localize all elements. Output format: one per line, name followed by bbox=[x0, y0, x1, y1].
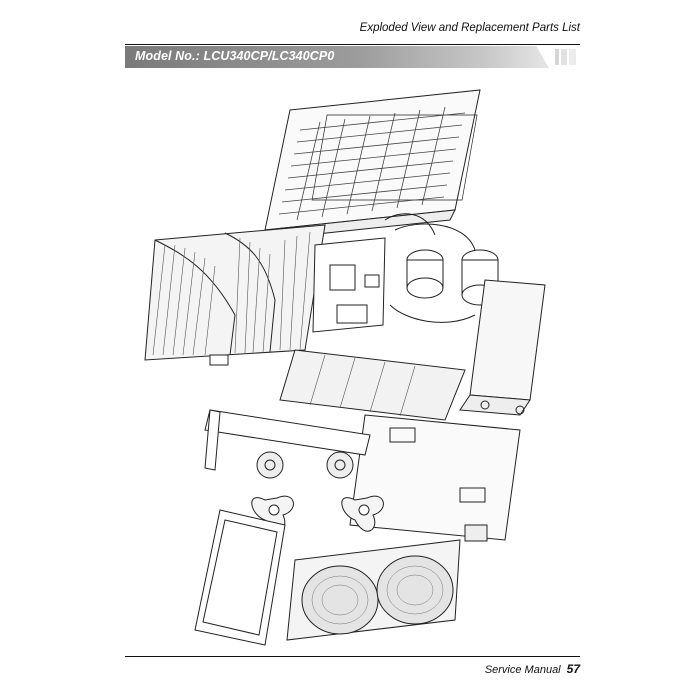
motor-bracket bbox=[204, 409, 371, 471]
front-grille bbox=[286, 539, 461, 641]
propeller-fans bbox=[251, 495, 384, 532]
footer-manual-name: Service Manual bbox=[484, 664, 561, 676]
base-pan bbox=[459, 279, 546, 416]
fan-motors bbox=[256, 451, 354, 479]
banner-decoration-icon bbox=[555, 49, 576, 65]
side-panel bbox=[349, 414, 521, 541]
partition-panel bbox=[279, 349, 466, 421]
page-footer: Service Manual 57 bbox=[125, 656, 580, 677]
condenser-coil bbox=[144, 224, 326, 361]
exploded-view-diagram bbox=[144, 89, 546, 646]
rear-cover bbox=[194, 509, 286, 646]
top-cover-grille bbox=[259, 89, 481, 241]
compressor-assembly bbox=[384, 213, 499, 323]
page-header: Exploded View and Replacement Parts List bbox=[125, 22, 580, 45]
page-number: 57 bbox=[566, 662, 580, 676]
page-title: Exploded View and Replacement Parts List bbox=[359, 22, 580, 34]
model-number: Model No.: LCU340CP/LC340CP0 bbox=[135, 49, 335, 63]
model-banner: Model No.: LCU340CP/LC340CP0 bbox=[125, 46, 549, 68]
control-box bbox=[312, 237, 386, 333]
bracket-small bbox=[209, 354, 229, 366]
access-plate bbox=[464, 524, 488, 542]
footer-label: Service Manual 57 bbox=[485, 662, 580, 676]
